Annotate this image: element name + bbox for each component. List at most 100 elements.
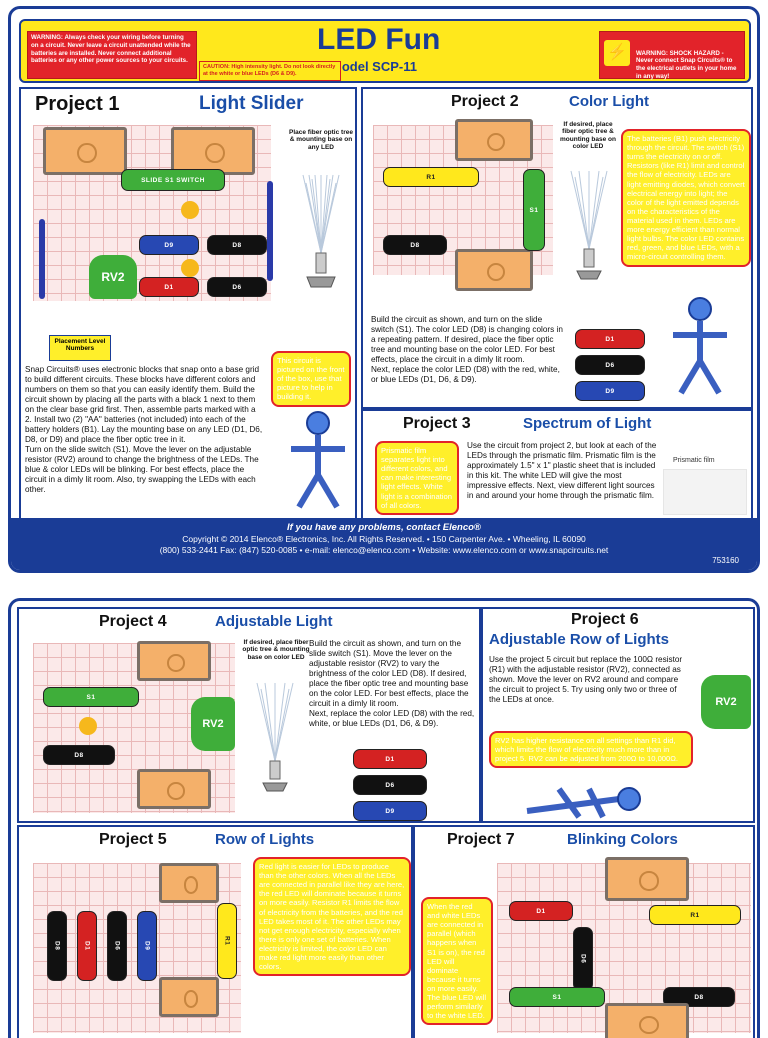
junction-dot <box>79 717 97 735</box>
led-d1: D1 <box>139 277 199 297</box>
led-d6: D6 <box>575 355 645 375</box>
battery-holder <box>455 249 533 291</box>
project-1-bubble: This circuit is pictured on the front of… <box>271 351 351 407</box>
led-d6: D6 <box>573 927 593 991</box>
project-2-number: Project 2 <box>451 93 519 110</box>
project-1: Project 1 Light Slider SLIDE S1 SWITCH D… <box>19 87 357 521</box>
project-1-name: Light Slider <box>199 93 304 114</box>
led-d1: D1 <box>353 749 427 769</box>
warning-left: WARNING: Always check your wiring before… <box>27 31 197 79</box>
project-7-name: Blinking Colors <box>567 831 678 848</box>
prismatic-film-label: Prismatic film <box>673 457 715 464</box>
wire-blue <box>267 181 273 281</box>
project-5-bubble: Red light is easier for LEDs to produce … <box>253 857 411 977</box>
battery-holder <box>137 769 211 809</box>
battery-holder <box>605 857 689 901</box>
battery-holder <box>159 977 219 1017</box>
page-top: WARNING: Always check your wiring before… <box>8 6 760 573</box>
led-d8: D8 <box>43 745 115 765</box>
junction-dot <box>181 201 199 219</box>
led-d8: D8 <box>207 235 267 255</box>
project-1-number: Project 1 <box>35 93 120 115</box>
resistor-r1: R1 <box>649 905 741 925</box>
fiber-optic-tree-icon <box>302 174 340 288</box>
project-6-number: Project 6 <box>571 611 639 628</box>
led-d9: D9 <box>575 381 645 401</box>
led-d1: D1 <box>509 901 573 921</box>
led-d8: D8 <box>383 235 447 255</box>
battery-holder <box>43 127 127 175</box>
led-d6: D6 <box>107 911 127 981</box>
battery-holder <box>455 119 533 161</box>
snappy-mascot-icon <box>291 411 345 509</box>
led-d8: D8 <box>47 911 67 981</box>
page-title: LED Fun <box>317 23 441 56</box>
battery-holder <box>171 127 255 175</box>
fiber-optic-tree-icon <box>256 682 294 792</box>
project-3-name: Spectrum of Light <box>523 415 652 432</box>
header-bar: WARNING: Always check your wiring before… <box>19 19 751 83</box>
model-number: Model SCP-11 <box>331 59 417 74</box>
project-3-bubble: Prismatic film separates light into diff… <box>375 441 459 515</box>
slide-switch-s1: S1 <box>509 987 605 1007</box>
footer-contact: (800) 533-2441 Fax: (847) 520-0085 • e-m… <box>159 545 609 556</box>
project-6-text: Use the project 5 circuit but replace th… <box>489 655 683 704</box>
led-d1: D1 <box>77 911 97 981</box>
resistor-r1: R1 <box>217 903 237 979</box>
fiber-label: If desired, place fiber optic tree & mou… <box>242 639 310 661</box>
led-d6: D6 <box>207 277 267 297</box>
prismatic-film-image <box>663 469 747 515</box>
shock-icon: ⚡ <box>604 40 630 66</box>
adjustable-resistor-rv2: RV2 <box>701 675 751 729</box>
wire-blue <box>39 219 45 299</box>
project-5: Project 5 Row of Lights D8 D1 D6 D9 R1 R… <box>17 825 413 1038</box>
project-4-number: Project 4 <box>99 613 167 630</box>
project-4: Project 4 Adjustable Light S1 D8 RV2 If … <box>17 607 481 823</box>
project-1-text: Snap Circuits® uses electronic blocks th… <box>25 365 263 494</box>
project-2-bubble: The batteries (B1) push electricity thro… <box>621 129 751 267</box>
project-7-bubble: When the red and white LEDs are connecte… <box>421 897 493 1026</box>
led-d1: D1 <box>575 329 645 349</box>
page-bottom: Project 4 Adjustable Light S1 D8 RV2 If … <box>8 598 760 1038</box>
project-4-name: Adjustable Light <box>215 613 333 630</box>
project-6: Project 6 Adjustable Row of Lights Use t… <box>481 607 755 823</box>
junction-dot <box>181 259 199 277</box>
snappy-mascot-lying-icon <box>526 787 641 819</box>
project-2: Project 2 Color Light R1 D8 S1 If desire… <box>361 87 753 409</box>
battery-holder <box>159 863 219 903</box>
project-5-number: Project 5 <box>99 831 167 848</box>
snappy-mascot-icon <box>673 297 727 395</box>
project-7: Project 7 Blinking Colors When the red a… <box>413 825 755 1038</box>
warning-right: ⚡ WARNING: SHOCK HAZARD - Never connect … <box>599 31 745 80</box>
slide-switch-s1: S1 <box>523 169 545 251</box>
footer-copyright: Copyright © 2014 Elenco® Electronics, In… <box>182 534 586 545</box>
fiber-optic-tree-icon <box>570 170 608 280</box>
project-7-number: Project 7 <box>447 831 515 848</box>
footer: If you have any problems, contact Elenco… <box>11 518 757 570</box>
project-4-text: Build the circuit as shown, and turn on … <box>309 639 475 728</box>
led-d6: D6 <box>353 775 427 795</box>
footer-code: 753160 <box>712 555 739 565</box>
battery-holder <box>137 641 211 681</box>
project-6-bubble: RV2 has higher resistance on all setting… <box>489 731 693 769</box>
project-5-name: Row of Lights <box>215 831 315 848</box>
project-2-name: Color Light <box>569 93 649 110</box>
placement-label: Placement Level Numbers <box>49 335 111 361</box>
project-3-number: Project 3 <box>403 415 471 432</box>
fiber-label: If desired, place fiber optic tree & mou… <box>560 121 616 151</box>
footer-problems: If you have any problems, contact Elenco… <box>287 522 481 533</box>
adjustable-resistor-rv2: RV2 <box>191 697 235 751</box>
project-2-text: Build the circuit as shown, and turn on … <box>371 315 563 384</box>
caution-note: CAUTION: High intensity light. Do not lo… <box>199 61 341 81</box>
resistor-r1: R1 <box>383 167 479 187</box>
project-3-text: Use the circuit from project 2, but look… <box>467 441 657 500</box>
battery-holder <box>605 1003 689 1038</box>
led-d9: D9 <box>353 801 427 821</box>
led-d9: D9 <box>139 235 199 255</box>
slide-switch-s1: SLIDE S1 SWITCH <box>121 169 225 191</box>
adjustable-resistor-rv2: RV2 <box>89 255 137 299</box>
project-3: Project 3 Spectrum of Light Prismatic fi… <box>361 409 753 521</box>
fiber-label: Place fiber optic tree & mounting base o… <box>289 129 353 151</box>
led-d9: D9 <box>137 911 157 981</box>
slide-switch-s1: S1 <box>43 687 139 707</box>
